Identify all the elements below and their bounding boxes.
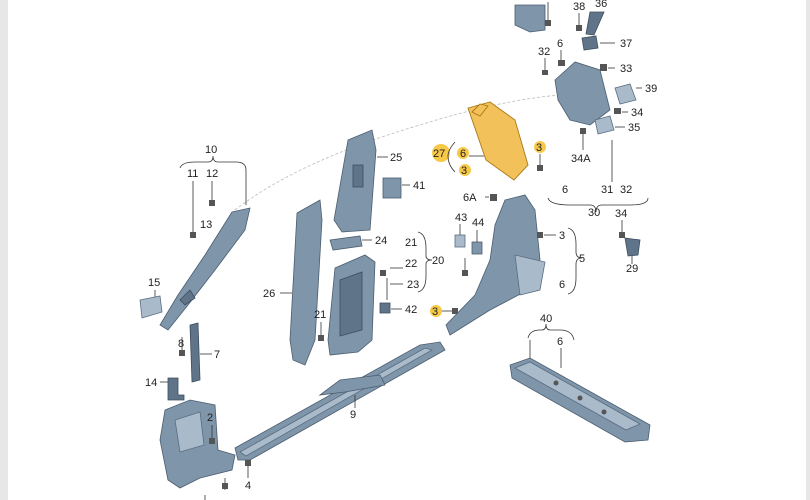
callout-34A: 34A xyxy=(571,153,591,165)
callout-21-left: 21 xyxy=(314,309,326,321)
callout-8: 8 xyxy=(178,338,184,350)
callout-26: 26 xyxy=(263,288,275,300)
callout-12: 12 xyxy=(206,168,218,180)
callout-37: 37 xyxy=(620,38,632,50)
callout-42: 42 xyxy=(405,304,417,316)
callout-3-right: 3 xyxy=(559,230,565,242)
brace-30 xyxy=(547,197,649,213)
highlight-27 xyxy=(432,144,450,162)
part-44[interactable] xyxy=(471,241,483,255)
callout-34-right: 34 xyxy=(615,208,627,220)
part-39[interactable] xyxy=(614,83,637,105)
callout-40: 40 xyxy=(540,313,552,325)
brace-20 xyxy=(417,231,433,293)
body-outline-arc xyxy=(234,94,561,211)
callout-4: 4 xyxy=(245,480,251,492)
callout-6A: 6A xyxy=(463,192,477,204)
callout-14: 14 xyxy=(145,377,157,389)
part-7[interactable] xyxy=(189,322,201,383)
callout-32-top: 32 xyxy=(538,46,550,58)
callout-32-bottom: 32 xyxy=(620,184,632,196)
callout-41: 41 xyxy=(413,180,425,192)
callout-7: 7 xyxy=(214,349,220,361)
callout-3-hl-c: 3 xyxy=(432,306,438,318)
part-27-highlighted[interactable] xyxy=(467,101,529,181)
callout-39: 39 xyxy=(645,83,657,95)
bolt-top xyxy=(545,20,551,26)
part-26[interactable] xyxy=(289,199,323,366)
part-42[interactable] xyxy=(379,302,391,314)
part-c-pillar-lower[interactable] xyxy=(445,194,541,336)
callout-35: 35 xyxy=(628,122,640,134)
part-35[interactable] xyxy=(594,115,615,135)
callout-3-hl-b: 3 xyxy=(536,142,542,154)
callout-6-mid: 6 xyxy=(562,184,568,196)
left-border xyxy=(0,0,8,500)
part-43[interactable] xyxy=(454,234,466,248)
callout-30: 30 xyxy=(588,207,600,219)
callout-36: 36 xyxy=(595,0,607,10)
part-37[interactable] xyxy=(581,35,599,51)
callout-23: 23 xyxy=(407,279,419,291)
callout-6-top: 6 xyxy=(557,38,563,50)
callout-10: 10 xyxy=(205,144,217,156)
callout-6-hl: 6 xyxy=(460,148,466,160)
callout-27: 27 xyxy=(433,148,445,160)
callout-31: 31 xyxy=(601,184,613,196)
part-14[interactable] xyxy=(167,377,185,401)
part-24[interactable] xyxy=(329,235,363,251)
callout-21-right: 21 xyxy=(405,237,417,249)
callout-29: 29 xyxy=(626,263,638,275)
part-top-bracket[interactable] xyxy=(514,4,546,33)
part-29[interactable] xyxy=(624,237,641,257)
callout-44: 44 xyxy=(472,217,484,229)
callout-13: 13 xyxy=(200,219,212,231)
callout-20: 20 xyxy=(432,255,444,267)
callout-15: 15 xyxy=(148,277,160,289)
part-41[interactable] xyxy=(382,177,402,199)
callout-25: 25 xyxy=(390,152,402,164)
callout-6-sill: 6 xyxy=(557,336,563,348)
callout-9: 9 xyxy=(350,409,356,421)
callout-22: 22 xyxy=(405,258,417,270)
part-pillar-bracket[interactable] xyxy=(554,61,611,126)
callout-6-right: 6 xyxy=(559,279,565,291)
right-border xyxy=(806,0,810,500)
callout-5: 5 xyxy=(579,253,585,265)
brace-5 xyxy=(567,227,583,295)
callout-34-top: 34 xyxy=(631,107,643,119)
callout-33: 33 xyxy=(620,63,632,75)
callout-11: 11 xyxy=(187,168,198,180)
part-15[interactable] xyxy=(139,295,163,319)
part-clip-36[interactable] xyxy=(585,11,605,36)
callout-3-hl-a: 3 xyxy=(461,165,467,177)
callout-38: 38 xyxy=(573,1,585,13)
callout-24: 24 xyxy=(375,235,387,247)
brace-40 xyxy=(527,323,575,341)
callout-43: 43 xyxy=(455,212,467,224)
brace-10 xyxy=(179,155,247,171)
callout-2: 2 xyxy=(207,412,213,424)
